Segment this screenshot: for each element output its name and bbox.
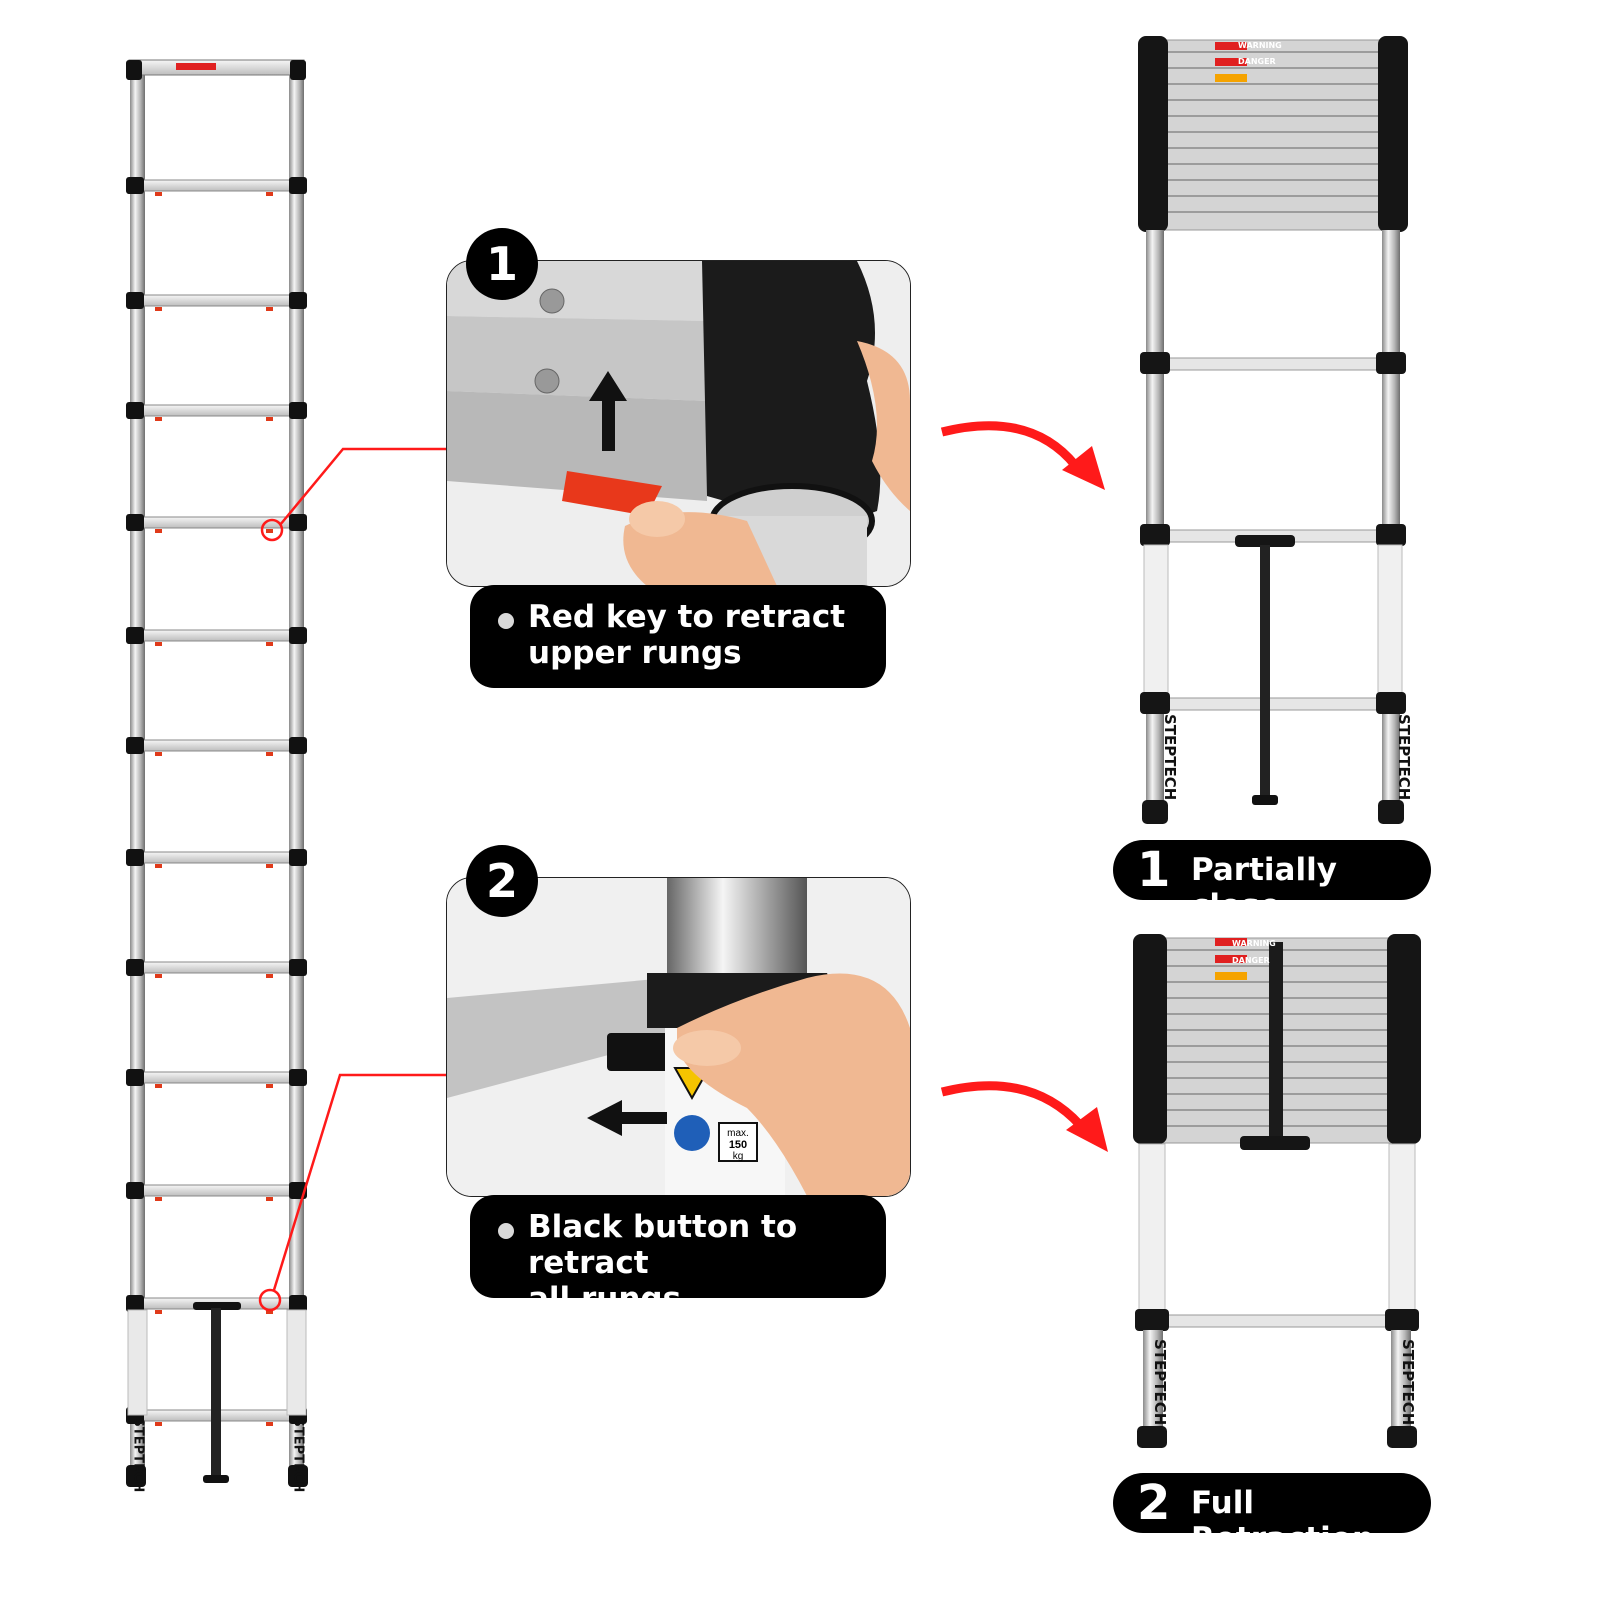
- brand-logo: STEPTECH: [1151, 1339, 1169, 1426]
- max-load-text: kg: [733, 1151, 744, 1162]
- arrow-right-icon: [940, 1081, 1084, 1129]
- partially-closed-ladder: [1138, 36, 1408, 824]
- arrow-left-icon: [587, 1100, 667, 1136]
- step1-caption: Red key to retract upper rungs: [470, 585, 886, 688]
- ladder-rung: [126, 959, 307, 978]
- ladder-rung: [126, 737, 307, 756]
- caption-line: all rungs: [528, 1281, 682, 1317]
- result-text: Full Retraction: [1191, 1485, 1375, 1557]
- result1-label: 1 Partially close: [1113, 840, 1431, 924]
- step2-caption: Black button to retract all rungs: [470, 1195, 886, 1317]
- brand-logo: STEPTECH: [1399, 1339, 1417, 1426]
- step1-detail-photo: [446, 260, 911, 587]
- right-rail: [289, 70, 304, 1485]
- result-number: 1: [1137, 842, 1171, 898]
- ladder-rung: [126, 514, 307, 533]
- step-number-badge: 2: [466, 845, 538, 917]
- fully-retracted-ladder: [1133, 934, 1421, 1448]
- bullet-icon: [498, 1223, 514, 1239]
- left-rail: [130, 70, 145, 1485]
- caption-line: Red key to retract: [528, 599, 846, 635]
- bullet-icon: [498, 613, 514, 629]
- release-button-photo: max. 150 kg: [447, 878, 910, 1196]
- ladder-rung: [126, 402, 307, 421]
- brand-logo: STEPTECH: [130, 1417, 146, 1493]
- result-number: 2: [1137, 1475, 1171, 1531]
- ladder-rungs: [126, 177, 307, 1426]
- max-load-text: max.: [727, 1128, 749, 1139]
- ladder-rung: [126, 1069, 307, 1088]
- result2-label: 2 Full Retraction: [1113, 1473, 1431, 1557]
- max-load-text: 150: [729, 1139, 747, 1151]
- brand-logo: STEPTECH: [1395, 714, 1413, 801]
- ladder-rung: [126, 627, 307, 646]
- warning-label: WARNING: [1232, 939, 1276, 948]
- rung-lock-photo: [447, 261, 910, 586]
- warning-label: WARNING: [1238, 41, 1282, 50]
- result-text: Partially close: [1191, 852, 1337, 924]
- arrow-right-icon: [940, 421, 1079, 468]
- ladder-rung: [126, 1182, 307, 1201]
- danger-label: DANGER: [1238, 57, 1276, 66]
- danger-label: DANGER: [1232, 956, 1270, 965]
- step-number-badge: 1: [466, 228, 538, 300]
- step2-detail-photo: max. 150 kg: [446, 877, 911, 1197]
- ladder-rung: [126, 292, 307, 311]
- brand-logo: STEPTECH: [290, 1417, 306, 1493]
- ladder-rung: [126, 849, 307, 868]
- max-load-icon: [718, 1122, 758, 1162]
- read-manual-icon: [674, 1115, 710, 1151]
- caption-line: Black button to retract: [528, 1209, 798, 1281]
- brand-logo: STEPTECH: [1161, 714, 1179, 801]
- caption-line: upper rungs: [528, 635, 742, 671]
- arrow-up-icon: [589, 371, 627, 451]
- ladder-rung: [126, 177, 307, 196]
